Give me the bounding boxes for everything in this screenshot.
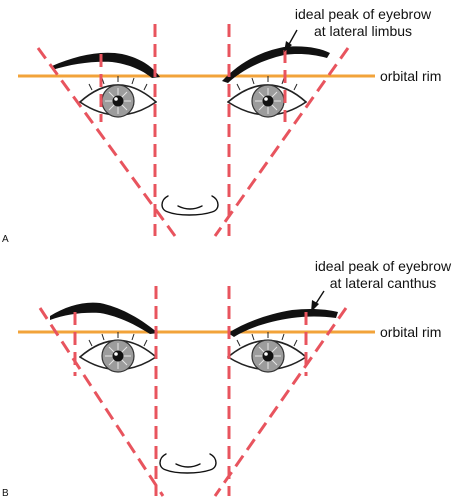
left-eyebrow-a (52, 52, 160, 78)
nose-b (159, 453, 217, 474)
nostrils-b (175, 463, 201, 468)
callout-line1-b: ideal peak of eyebrow (315, 258, 452, 274)
callout-arrowhead-a (284, 41, 292, 52)
nostrils-a (177, 205, 203, 210)
right-eye-a (227, 76, 307, 118)
nose-a (161, 195, 219, 216)
callout-line2-a: at lateral limbus (314, 23, 412, 39)
panel-letter-a: A (2, 234, 9, 245)
diagonal-guide-right-a (213, 47, 350, 237)
callout-line2-b: at lateral canthus (330, 275, 437, 291)
right-eyebrow-a (222, 46, 330, 83)
callout-arrowhead-b (311, 300, 319, 312)
diagonal-guide-left-b (38, 307, 165, 497)
orbital-rim-label-b: orbital rim (380, 324, 441, 340)
panel-a: ideal peak of eyebrow at lateral limbus … (2, 6, 441, 245)
right-eye-b (227, 332, 307, 373)
left-eye-a (79, 76, 157, 118)
panel-letter-b: B (2, 488, 9, 499)
callout-line1-a: ideal peak of eyebrow (295, 6, 432, 22)
orbital-rim-label-a: orbital rim (380, 68, 441, 84)
left-eyebrow-b (50, 302, 158, 334)
diagonal-guide-right-b (213, 307, 348, 497)
right-eyebrow-b (228, 308, 338, 337)
panel-b: ideal peak of eyebrow at lateral canthus… (2, 258, 452, 499)
left-eye-b (79, 332, 157, 373)
callout-arrow-a (287, 29, 298, 47)
